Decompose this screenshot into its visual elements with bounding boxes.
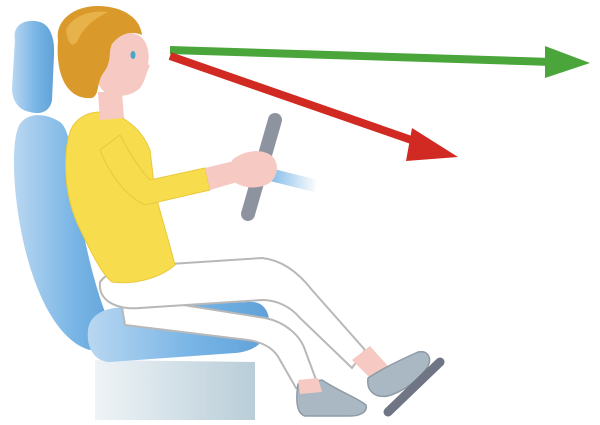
driver-neck: [98, 92, 124, 120]
driver-eye: [131, 51, 136, 59]
seat-headrest: [12, 21, 54, 113]
driver-hand: [232, 151, 277, 187]
incorrect-gaze-arrow: [170, 56, 458, 161]
correct-gaze-arrow: [170, 46, 590, 78]
driver-rear-ankle: [298, 378, 322, 394]
seat-base: [95, 360, 255, 420]
